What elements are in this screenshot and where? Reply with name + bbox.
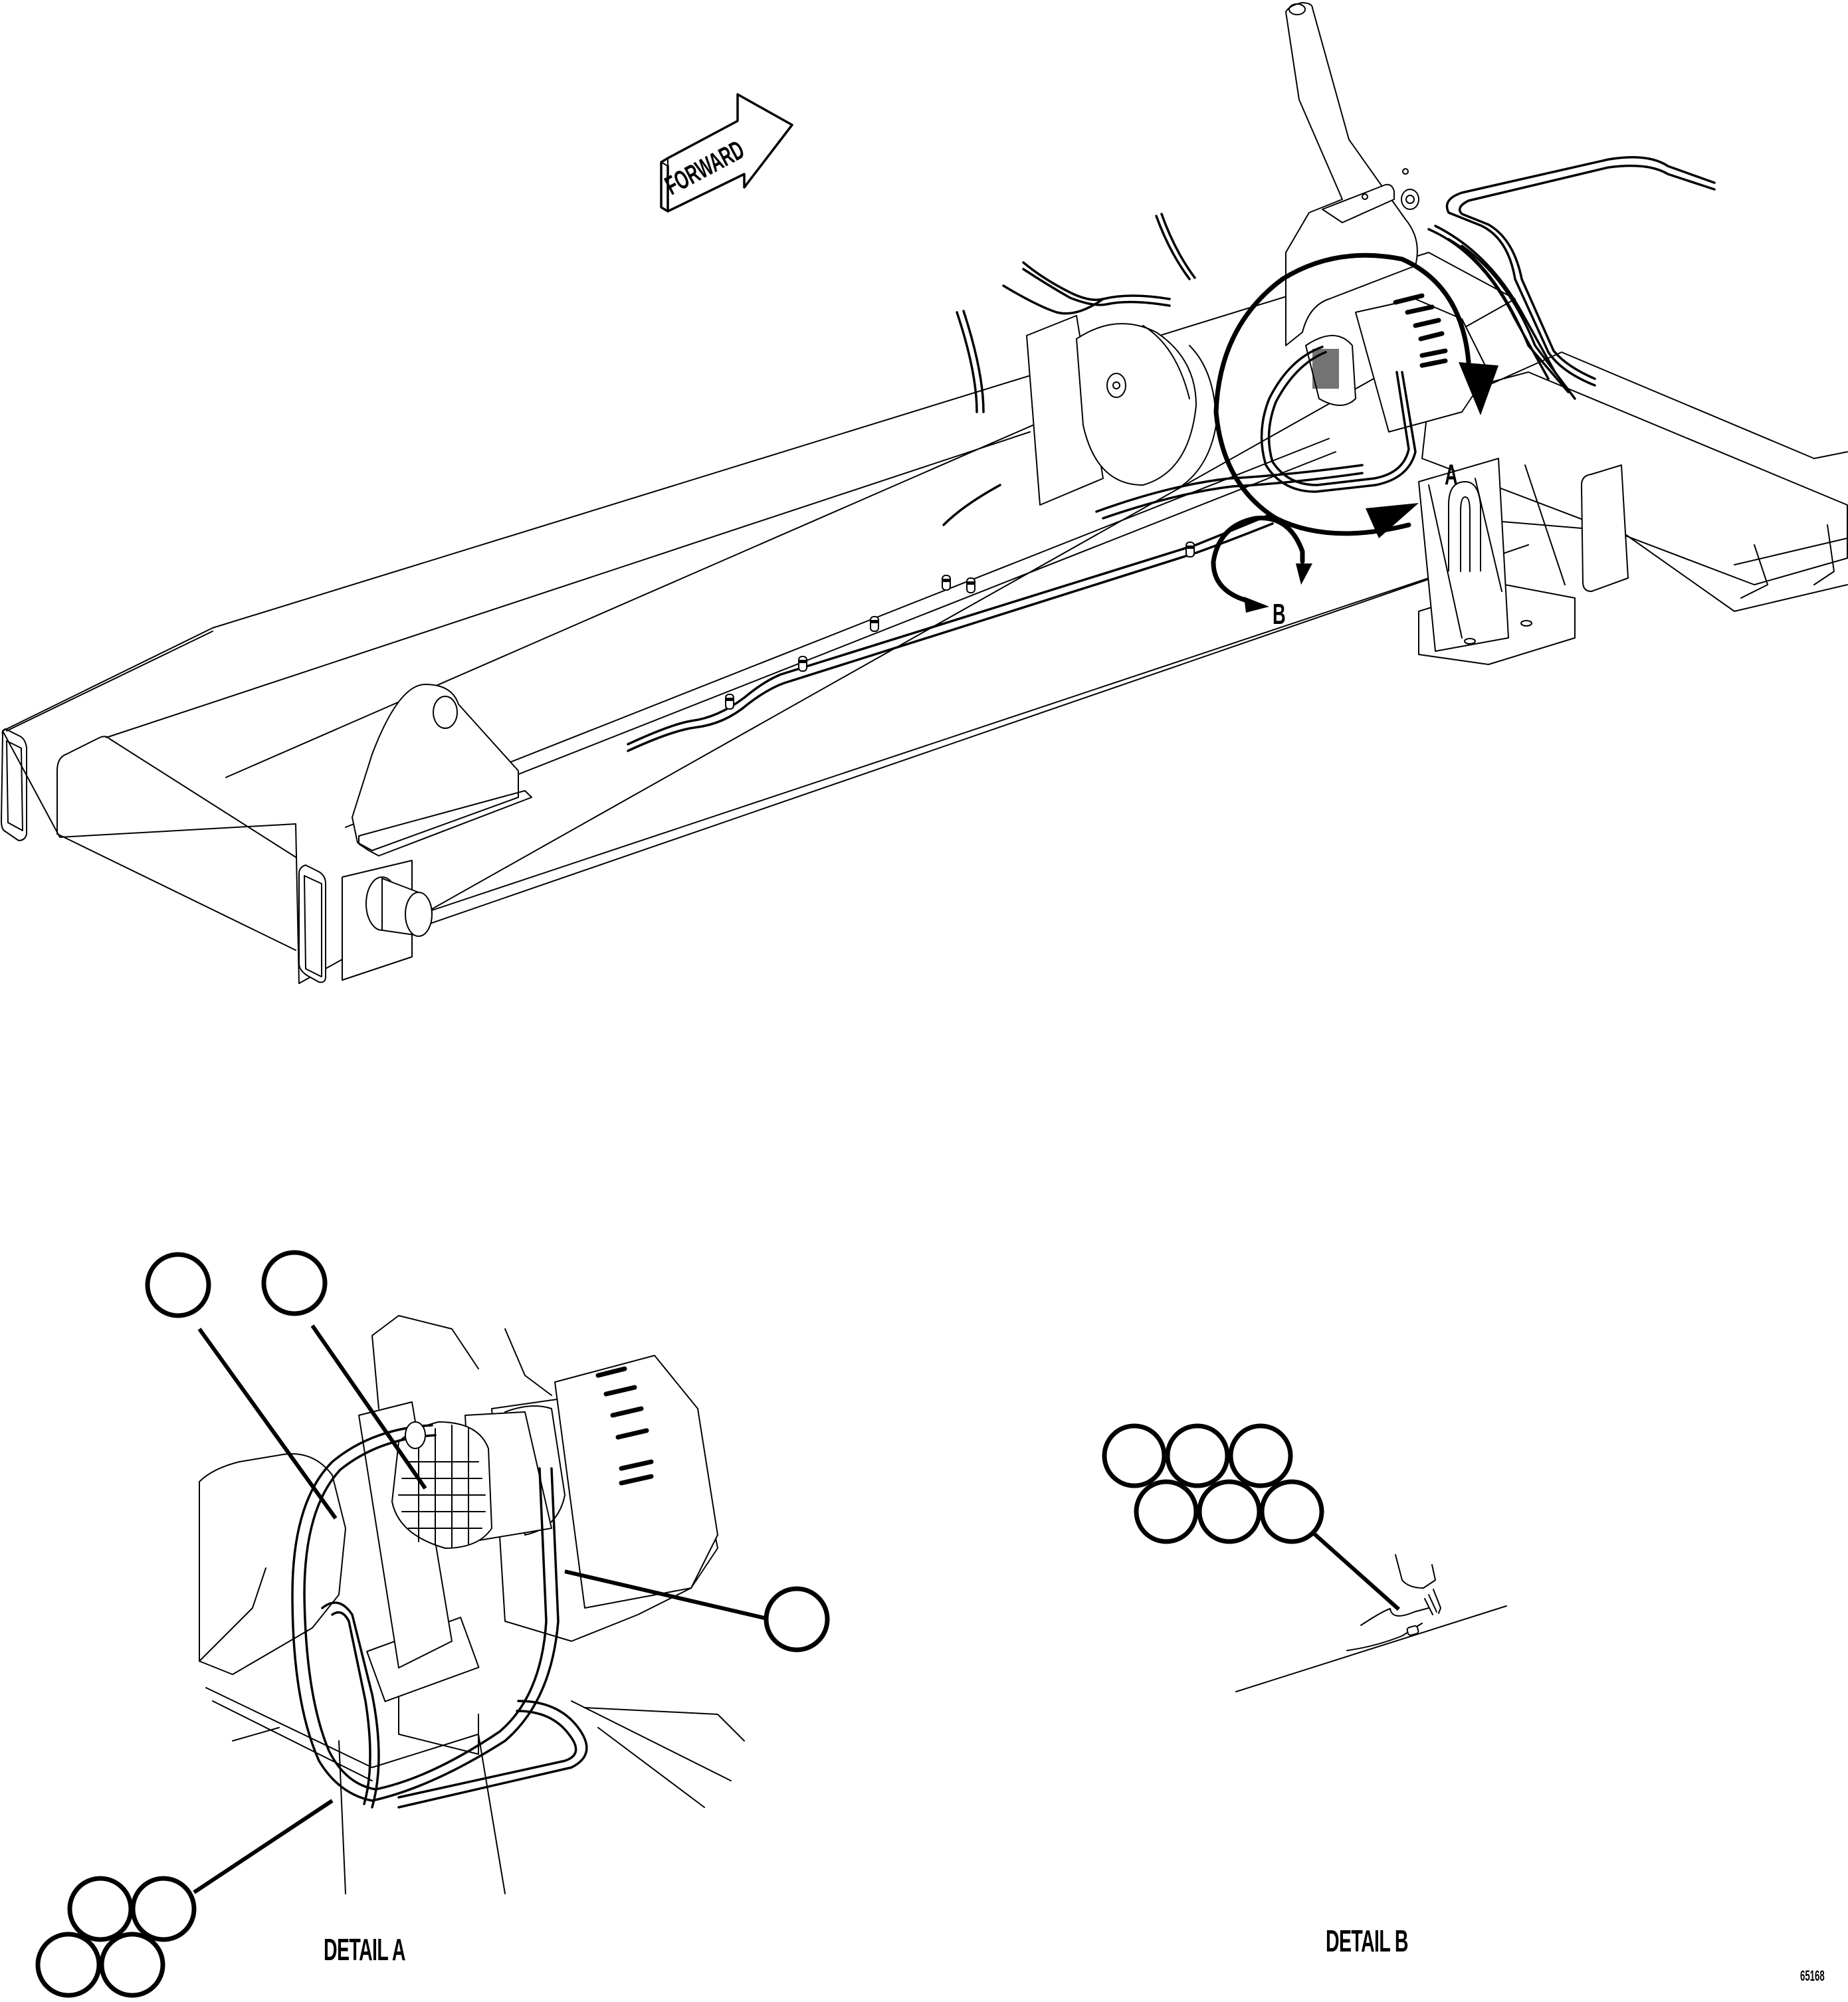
leader-line — [197, 1328, 338, 1520]
callout-balloon — [261, 1250, 328, 1316]
steering-handle — [1285, 2, 1419, 346]
frame-left-member — [1, 252, 1529, 984]
callout-balloon — [1259, 1479, 1324, 1544]
leader-line — [564, 1569, 765, 1620]
pump-motor-housing — [1026, 315, 1217, 506]
detail-b-clip — [1346, 1554, 1441, 1651]
frame-edge-line — [1235, 1605, 1507, 1692]
detail-a-drawing — [35, 1250, 830, 1998]
callout-balloon — [99, 1932, 165, 1998]
view-letter-b: B — [1273, 598, 1286, 631]
lifting-eye-bracket — [352, 684, 532, 856]
motor-vent-slots — [595, 1366, 654, 1486]
rotation-arrow-icon — [1296, 563, 1312, 585]
callout-balloon — [1102, 1423, 1167, 1488]
right-mounting-bracket — [1418, 458, 1576, 665]
callout-balloon — [67, 1876, 134, 1942]
callout-balloon — [1165, 1423, 1230, 1488]
rotation-arrow-icon — [1459, 362, 1498, 415]
harness-clip-icon — [798, 656, 807, 672]
wiring-harness — [627, 155, 1716, 752]
alternator-motor-assembly — [1260, 293, 1489, 493]
callout-balloon — [35, 1932, 102, 1998]
leader-line — [193, 1799, 334, 1894]
main-isometric-view — [1, 2, 1848, 984]
callout-balloon — [145, 1252, 211, 1318]
forward-arrow-icon — [660, 93, 793, 213]
callout-balloon — [130, 1876, 197, 1942]
harness-clip-icon — [1185, 542, 1195, 557]
detail-b-drawing — [1102, 1423, 1507, 1692]
callout-balloon — [1197, 1479, 1262, 1544]
detail-a-title: DETAIL A — [324, 1932, 405, 1967]
rotation-arrow-icon — [1366, 503, 1419, 538]
leader-line — [310, 1324, 427, 1490]
harness-clip-icon — [870, 616, 879, 632]
harness-clip-icon — [966, 577, 975, 593]
harness-clips — [725, 542, 1195, 710]
frame-right-crossmember — [1421, 351, 1848, 612]
detail-b-callout-circle — [1211, 516, 1312, 613]
frame-front-end-plate — [298, 860, 433, 983]
detail-a-grille — [391, 1421, 492, 1549]
detail-a-hoses — [291, 1421, 588, 1809]
view-letter-a: A — [1445, 458, 1458, 491]
callout-balloon — [764, 1586, 830, 1652]
callout-balloon — [1228, 1423, 1293, 1488]
detail-a-callout-circle — [1213, 252, 1498, 538]
figure-id: 65168 — [1800, 1967, 1825, 1984]
detail-b-title: DETAIL B — [1326, 1924, 1409, 1958]
rotation-arrow-icon — [1244, 597, 1269, 613]
leader-line — [1311, 1530, 1400, 1611]
harness-clip-icon — [725, 694, 734, 710]
mounting-plate — [358, 1401, 453, 1668]
harness-clip-icon — [942, 575, 951, 591]
callout-balloon — [1134, 1479, 1199, 1544]
